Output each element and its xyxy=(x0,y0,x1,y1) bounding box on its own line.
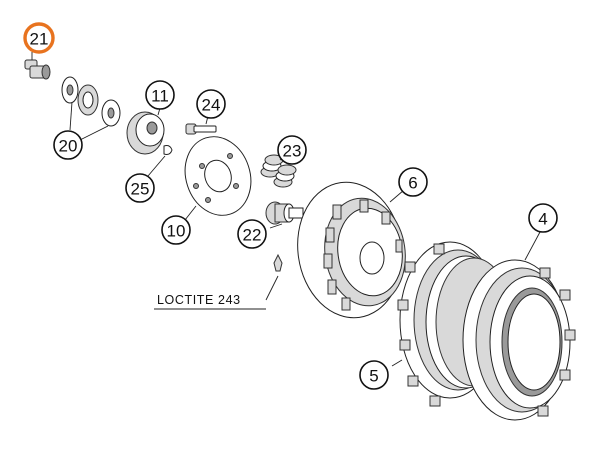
part-6-clutch-hub[interactable] xyxy=(289,175,412,324)
part-24-bolt[interactable] xyxy=(185,115,217,135)
callout-22-label: 22 xyxy=(243,226,262,245)
callout-25[interactable]: 25 xyxy=(125,173,155,203)
part-21-bolt[interactable] xyxy=(24,52,51,80)
callout-24[interactable]: 24 xyxy=(196,89,226,119)
callout-6-label: 6 xyxy=(408,174,417,193)
callout-11-label: 11 xyxy=(151,87,169,106)
callout-22[interactable]: 22 xyxy=(237,219,267,249)
part-11-cap[interactable] xyxy=(126,107,165,155)
callout-5[interactable]: 5 xyxy=(359,360,389,390)
callout-21[interactable]: 21 xyxy=(23,22,55,54)
loctite-note: LOCTITE 243 xyxy=(154,293,266,310)
callout-20[interactable]: 20 xyxy=(53,130,83,160)
callout-20-label: 20 xyxy=(59,137,78,156)
loctite-label: LOCTITE 243 xyxy=(157,293,241,307)
part-22-bolt[interactable] xyxy=(265,201,304,301)
callout-25-label: 25 xyxy=(131,180,150,199)
part-10-pressure-plate[interactable] xyxy=(175,128,261,224)
callout-23[interactable]: 23 xyxy=(277,135,307,165)
part-20-washers[interactable] xyxy=(61,76,121,141)
callout-21-label: 21 xyxy=(30,30,49,49)
callout-11[interactable]: 11 xyxy=(145,80,175,110)
callout-5-label: 5 xyxy=(369,367,378,386)
part-25-clip[interactable] xyxy=(147,145,173,177)
callout-4[interactable]: 4 xyxy=(528,203,558,233)
callout-10-label: 10 xyxy=(167,222,186,241)
callout-6[interactable]: 6 xyxy=(398,167,428,197)
callout-4-label: 4 xyxy=(538,210,547,229)
callout-10[interactable]: 10 xyxy=(161,215,191,245)
callout-23-label: 23 xyxy=(283,142,302,161)
callout-24-label: 24 xyxy=(202,96,221,115)
part-23-springs[interactable] xyxy=(260,154,297,188)
part-4-clutch-plates[interactable] xyxy=(462,231,576,421)
